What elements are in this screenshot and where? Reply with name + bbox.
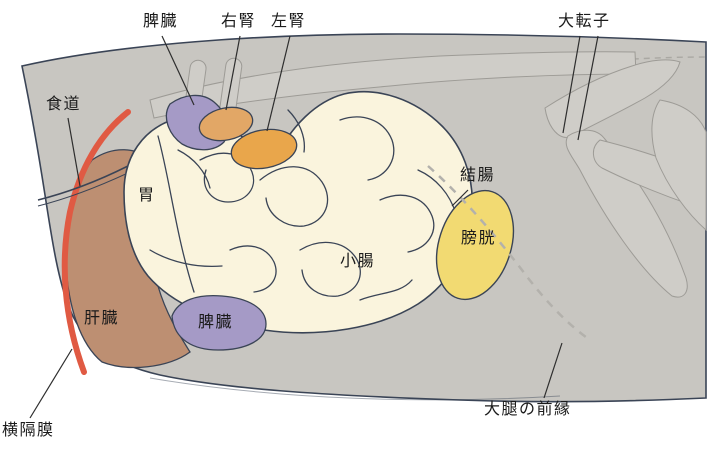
label-diaphragm: 横隔膜	[2, 422, 55, 439]
label-colon: 結腸	[460, 167, 496, 184]
label-bladder: 膀胱	[461, 230, 497, 247]
leader-greater-trochanter-a	[562, 35, 581, 134]
spleen-bottom-shape	[171, 294, 267, 351]
leader-esophagus	[67, 117, 81, 187]
label-right-kidney: 右腎	[221, 13, 257, 30]
bladder-shape	[435, 189, 515, 301]
label-esophagus: 食道	[46, 96, 82, 113]
leader-greater-trochanter-b	[577, 35, 599, 141]
label-thigh-front-edge: 大腿の前縁	[484, 401, 572, 418]
intestine-loop-lines	[149, 109, 457, 301]
leader-colon	[451, 189, 469, 207]
esophagus-line	[37, 165, 131, 207]
leader-spleen-top	[161, 35, 195, 106]
label-liver: 肝臓	[84, 310, 120, 327]
label-spleen-bottom: 脾臓	[198, 314, 234, 331]
pelvis-bone	[651, 99, 707, 232]
right-kidney-shape	[198, 106, 254, 142]
leader-thigh-front-edge	[543, 342, 563, 399]
skeleton-bones	[149, 51, 707, 298]
left-kidney-shape	[230, 128, 298, 170]
belly-contour-line	[149, 377, 561, 401]
label-small-intestine: 小腸	[340, 253, 376, 270]
femur-bone	[565, 129, 688, 298]
rump-contour-line	[544, 56, 707, 67]
leader-left-kidney	[266, 35, 291, 132]
diaphragm-line	[61, 109, 131, 375]
label-greater-trochanter: 大転子	[558, 13, 611, 30]
leader-lines	[29, 35, 599, 419]
thigh-front-dashed-line	[427, 165, 591, 342]
leader-right-kidney	[225, 35, 241, 111]
leader-diaphragm	[29, 348, 73, 419]
label-stomach: 胃	[138, 187, 156, 204]
label-left-kidney: 左腎	[271, 13, 307, 30]
label-spleen-top: 脾臓	[143, 13, 179, 30]
